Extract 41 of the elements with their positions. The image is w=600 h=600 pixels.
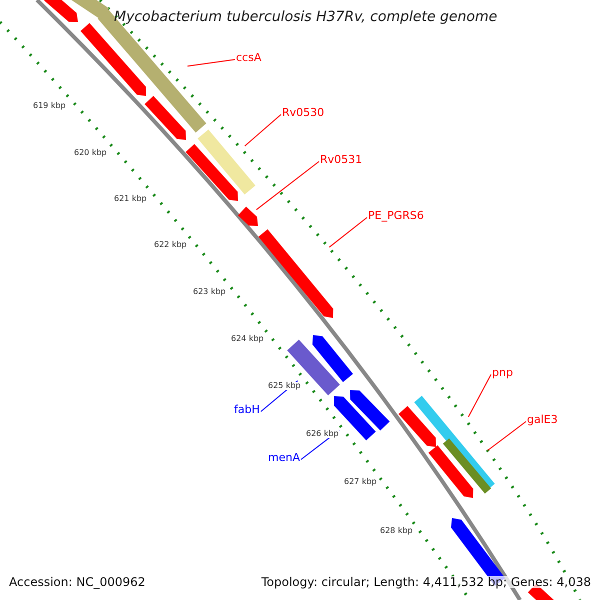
gene-label: fabH bbox=[234, 404, 260, 415]
leader-line bbox=[244, 114, 282, 146]
scale-label: 624 kbp bbox=[231, 335, 264, 343]
diagram-title: Mycobacterium tuberculosis H37Rv, complete genome bbox=[114, 10, 498, 24]
leader-line bbox=[256, 161, 320, 210]
gene-block bbox=[398, 406, 436, 447]
leader-line bbox=[328, 217, 368, 248]
gene-block bbox=[442, 438, 492, 494]
gene-label: galE3 bbox=[527, 414, 558, 425]
gene-label: ccsA bbox=[236, 52, 262, 63]
gene-block bbox=[186, 144, 238, 201]
leader-line bbox=[468, 374, 492, 418]
scale-label: 627 kbp bbox=[344, 478, 377, 486]
gene-label: Rv0530 bbox=[282, 107, 324, 118]
gene-label: pnp bbox=[492, 367, 513, 378]
gene-label: Rv0531 bbox=[320, 154, 362, 165]
gene-block bbox=[44, 0, 78, 22]
scale-label: 620 kbp bbox=[74, 149, 107, 157]
footer-text: Topology: circular; Length: 4,411,532 bp; Genes: 4,038 bbox=[261, 576, 591, 588]
gene-block bbox=[428, 445, 474, 498]
scale-label: 622 kbp bbox=[154, 241, 187, 249]
scale-label: 626 kbp bbox=[306, 430, 339, 438]
scale-label: 628 kbp bbox=[380, 527, 413, 535]
footer-text: Accession: NC_000962 bbox=[9, 576, 146, 588]
gene-block bbox=[238, 206, 258, 226]
leader-line bbox=[487, 421, 526, 451]
scale-label: 619 kbp bbox=[33, 102, 66, 110]
gene-block bbox=[144, 96, 186, 140]
gene-block bbox=[71, 0, 109, 20]
gene-block bbox=[198, 130, 256, 194]
gene-block bbox=[287, 340, 340, 396]
scale-label: 623 kbp bbox=[193, 288, 226, 296]
gene-block bbox=[350, 390, 390, 430]
leader-line bbox=[187, 59, 236, 67]
scale-label: 625 kbp bbox=[268, 382, 301, 390]
gene-block bbox=[258, 229, 334, 318]
scale-label: 621 kbp bbox=[114, 195, 147, 203]
gene-label: menA bbox=[268, 452, 300, 463]
gene-block bbox=[80, 23, 146, 96]
gene-label: PE_PGRS6 bbox=[368, 210, 424, 221]
gene-block bbox=[312, 335, 353, 382]
